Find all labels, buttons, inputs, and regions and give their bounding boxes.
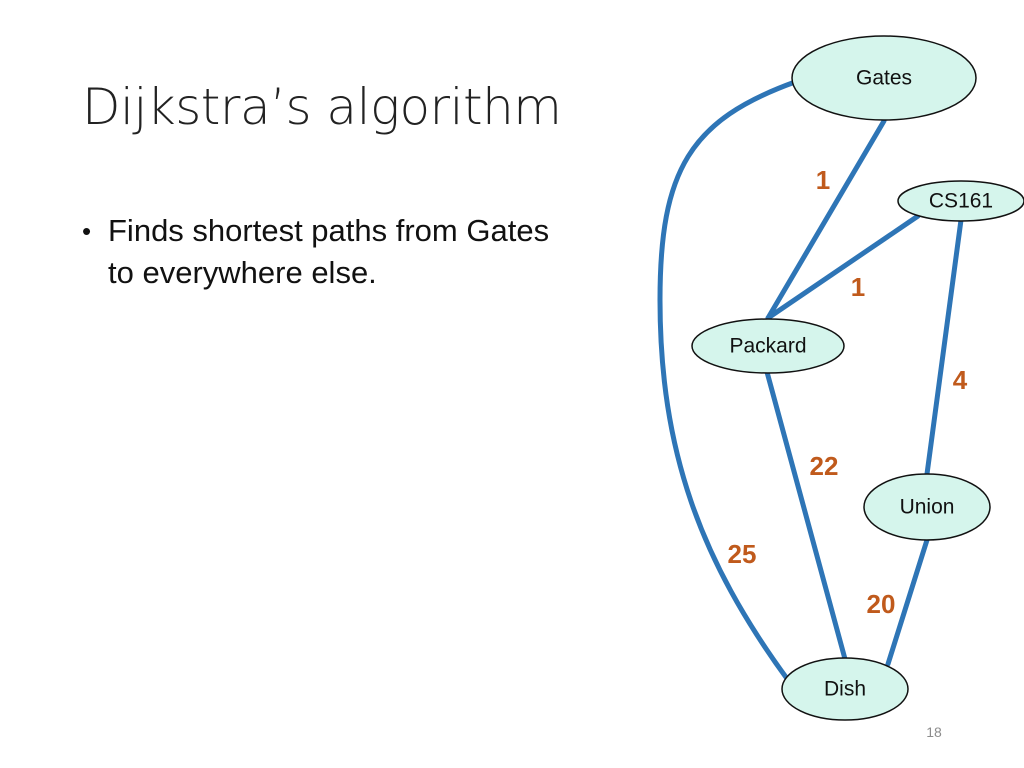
edge-weight-gates-packard: 1 bbox=[816, 165, 830, 195]
edge-gates-packard bbox=[765, 118, 887, 321]
node-cs161: CS161 bbox=[897, 180, 1024, 222]
edge-cs161-union bbox=[924, 217, 964, 477]
node-cs161-label: CS161 bbox=[929, 190, 993, 213]
edge-union-dish bbox=[885, 537, 930, 667]
graph-nodes: Gates CS161 Packard Union Dish bbox=[691, 35, 1024, 721]
node-packard-label: Packard bbox=[729, 335, 806, 358]
node-union-shape bbox=[863, 473, 991, 541]
node-dish-shape bbox=[781, 657, 909, 721]
edge-weight-union-dish: 20 bbox=[867, 589, 896, 619]
page-number: 18 bbox=[926, 724, 942, 740]
edge-weight-cs161-union: 4 bbox=[953, 365, 968, 395]
node-packard: Packard bbox=[691, 318, 845, 374]
node-packard-shape bbox=[691, 318, 845, 374]
bullet-dot-icon: • bbox=[82, 216, 92, 246]
edge-packard-dish bbox=[764, 369, 848, 662]
node-cs161-shape bbox=[897, 180, 1024, 222]
graph-edges bbox=[657, 79, 964, 683]
edge-gates-dish bbox=[657, 79, 798, 683]
slide-title: Dijkstra’s algorithm bbox=[82, 78, 562, 136]
bullet-text: Finds shortest paths from Gates to every… bbox=[108, 213, 550, 290]
node-union: Union bbox=[863, 473, 991, 541]
bullet-item: • Finds shortest paths from Gates to eve… bbox=[82, 210, 552, 294]
edge-weight-cs161-packard: 1 bbox=[851, 272, 865, 302]
node-gates: Gates bbox=[791, 35, 977, 121]
node-gates-label: Gates bbox=[856, 67, 912, 90]
node-gates-shape bbox=[791, 35, 977, 121]
edge-weight-packard-dish: 22 bbox=[810, 451, 839, 481]
edge-weight-gates-dish: 25 bbox=[728, 539, 757, 569]
node-dish: Dish bbox=[781, 657, 909, 721]
node-union-label: Union bbox=[900, 496, 955, 519]
node-dish-label: Dish bbox=[824, 678, 866, 701]
bullet-list: • Finds shortest paths from Gates to eve… bbox=[82, 210, 552, 294]
edge-cs161-packard bbox=[765, 213, 921, 321]
edge-weights: 1 1 4 22 25 20 bbox=[728, 165, 968, 619]
